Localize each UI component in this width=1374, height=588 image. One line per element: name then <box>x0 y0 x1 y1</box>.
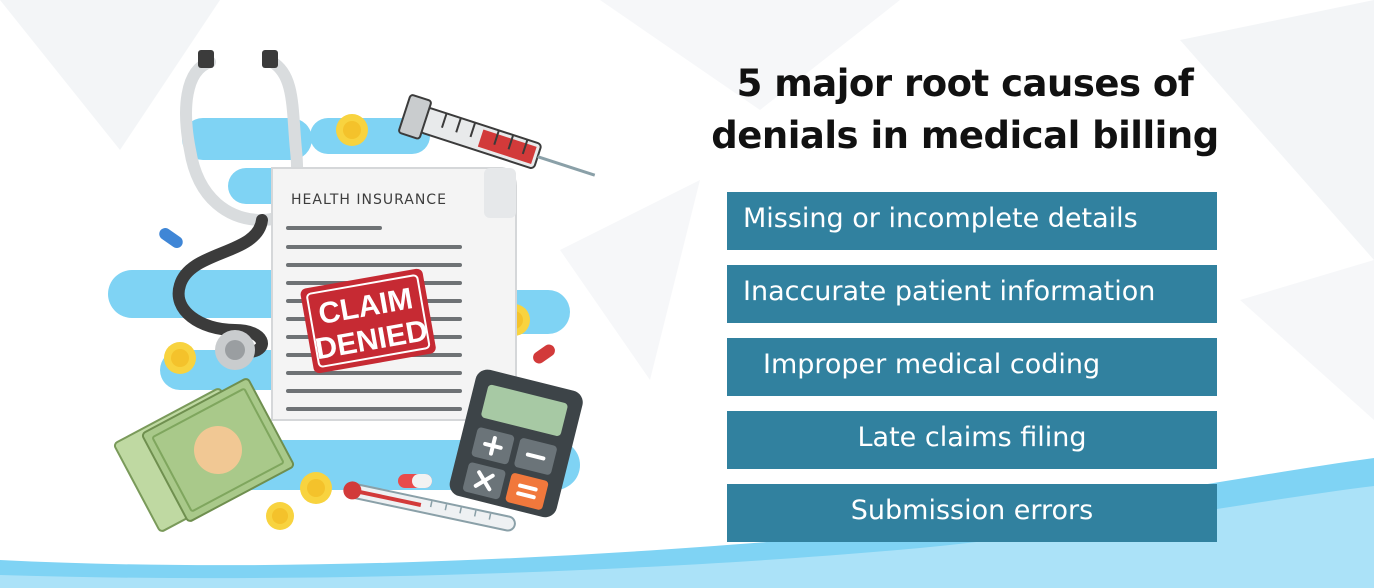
causes-list: Missing or incomplete details Inaccurate… <box>727 192 1217 557</box>
money-icon <box>113 378 295 532</box>
cause-item-5: Submission errors <box>727 484 1217 542</box>
page-title: 5 major root causes of denials in medica… <box>660 58 1270 162</box>
cause-item-4: Late claims filing <box>727 411 1217 469</box>
insurance-document: HEALTH INSURANCE CLAIM DENIED <box>271 167 517 421</box>
cause-item-2: Inaccurate patient information <box>727 265 1217 323</box>
title-line-2: denials in medical billing <box>711 114 1219 157</box>
calculator-icon <box>449 369 583 518</box>
medical-illustration: HEALTH INSURANCE CLAIM DENIED <box>108 50 596 532</box>
cause-item-1: Missing or incomplete details <box>727 192 1217 250</box>
claim-denied-stamp: CLAIM DENIED <box>300 268 436 374</box>
document-title: HEALTH INSURANCE <box>291 192 447 208</box>
thermometer-icon <box>343 481 516 532</box>
stethoscope-icon <box>172 50 304 370</box>
wave-shape <box>0 458 1374 588</box>
cause-item-3: Improper medical coding <box>727 338 1217 396</box>
syringe-icon <box>398 94 596 177</box>
title-line-1: 5 major root causes of <box>736 62 1194 105</box>
